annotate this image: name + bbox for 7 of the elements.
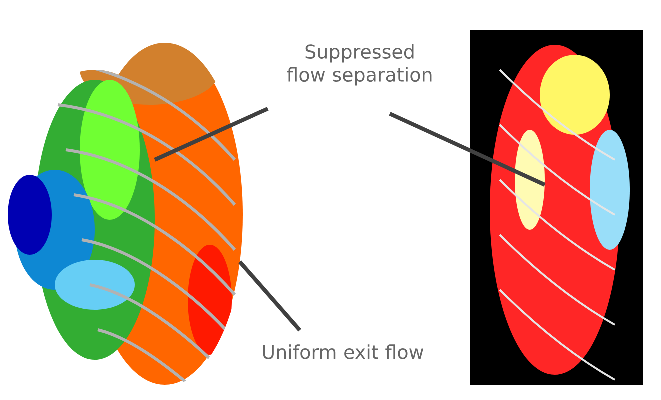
- impeller-drawing: [8, 43, 243, 387]
- leader-line: [154, 107, 269, 162]
- leader-line: [389, 112, 546, 187]
- callout-label: Suppressed flow separation: [287, 44, 432, 86]
- leader-line: [238, 260, 302, 332]
- impeller-drawing: [470, 30, 643, 385]
- callout-label: Uniform exit flow: [263, 344, 424, 360]
